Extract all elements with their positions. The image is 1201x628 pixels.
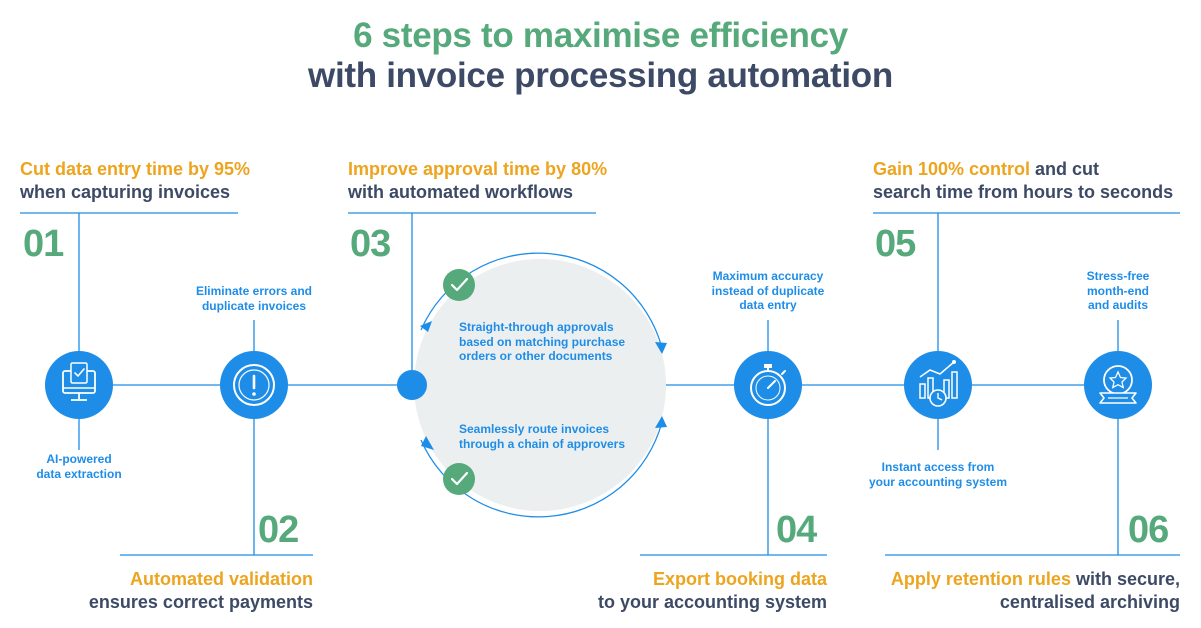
step-01-note-line: data extraction [36, 466, 122, 481]
step-02-heading: Automated validation ensures correct pay… [40, 568, 313, 614]
title-line-2: with invoice processing automation [308, 56, 893, 95]
step-03-heading-rest: with automated workflows [348, 182, 574, 202]
step-06-note-line: and audits [1087, 298, 1148, 312]
step-04-number: 04 [776, 509, 817, 551]
step-06-heading-highlight: Apply retention rules [890, 569, 1071, 589]
step-04-note-line: data entry [739, 298, 797, 312]
step-03-note-routing: Seamlessly route invoices through a chai… [459, 422, 625, 451]
step-06-note: Stress-free month-end and audits [1068, 269, 1168, 313]
step-04-heading-highlight: Export booking data [652, 569, 827, 589]
step-05-heading-rest: search time from hours to seconds [873, 182, 1174, 202]
step-03-note-line: Straight-through approvals [459, 320, 614, 334]
stopwatch-icon [734, 351, 802, 419]
step-02-note-line: Eliminate errors and [195, 284, 313, 298]
step-06-note-line: month-end [1087, 283, 1149, 298]
step-05-heading-highlight: Gain 100% control [873, 159, 1031, 179]
step-05-heading-inline: and cut [1030, 159, 1100, 179]
step-03-number: 03 [350, 223, 391, 265]
step-04-heading: Export booking data to your accounting s… [540, 568, 827, 614]
step-03-note-approvals: Straight-through approvals based on matc… [459, 320, 625, 364]
step-03-note-line: based on matching purchase [459, 334, 626, 349]
step-02-note-line: duplicate invoices [201, 298, 307, 313]
step-01-heading-rest: when capturing invoices [20, 182, 231, 202]
step-01-note-line: AI-powered [46, 452, 112, 466]
check-icon [443, 269, 475, 301]
step-03-heading: Improve approval time by 80% with automa… [348, 158, 607, 204]
step-06-heading-rest: centralised archiving [999, 592, 1180, 612]
step-03-note-line: orders or other documents [459, 349, 613, 363]
step-01-heading-highlight: Cut data entry time by 95% [20, 159, 251, 179]
step-04-note-line: Maximum accuracy [712, 269, 824, 283]
arrow-head-bottom-left [421, 436, 434, 450]
step-03-note-line: Seamlessly route invoices [459, 422, 610, 436]
step-02-heading-highlight: Automated validation [129, 569, 313, 589]
step-06-number: 06 [1128, 509, 1169, 551]
step-05-note-line: Instant access from [881, 460, 995, 474]
check-icon [443, 463, 475, 495]
step-02-number: 02 [258, 509, 299, 551]
step-06-heading-inline: with secure, [1070, 569, 1180, 589]
step-04-heading-rest: to your accounting system [597, 592, 827, 612]
flow-node-dot [397, 370, 427, 400]
alert-icon [220, 351, 288, 419]
step-02-heading-rest: ensures correct payments [88, 592, 313, 612]
arrow-head-top-left [420, 321, 432, 332]
step-04-note-line: instead of duplicate [711, 283, 825, 298]
arrow-head-bottom-right [655, 416, 667, 428]
step-05-heading: Gain 100% control and cut search time fr… [873, 158, 1173, 204]
computer-check-icon [45, 351, 113, 419]
step-05-number: 05 [875, 223, 916, 265]
award-icon [1084, 351, 1152, 419]
step-03-note-line: through a chain of approvers [459, 436, 626, 451]
step-05-note-line: your accounting system [868, 474, 1008, 489]
step-01-number: 01 [23, 223, 64, 265]
step-01-note: AI-powered data extraction [19, 452, 139, 481]
analytics-chart-icon [904, 351, 972, 419]
step-04-note: Maximum accuracy instead of duplicate da… [698, 269, 838, 313]
workflow-circle-bg [414, 259, 666, 511]
step-06-heading: Apply retention rules with secure, centr… [860, 568, 1180, 614]
step-02-note: Eliminate errors and duplicate invoices [184, 284, 324, 313]
title-line-1: 6 steps to maximise efficiency [353, 16, 848, 55]
step-03-heading-highlight: Improve approval time by 80% [348, 159, 608, 179]
step-01-heading: Cut data entry time by 95% when capturin… [20, 158, 250, 204]
arrow-head-top-right [655, 342, 667, 354]
step-05-note: Instant access from your accounting syst… [858, 460, 1018, 489]
step-06-note-line: Stress-free [1086, 269, 1150, 283]
